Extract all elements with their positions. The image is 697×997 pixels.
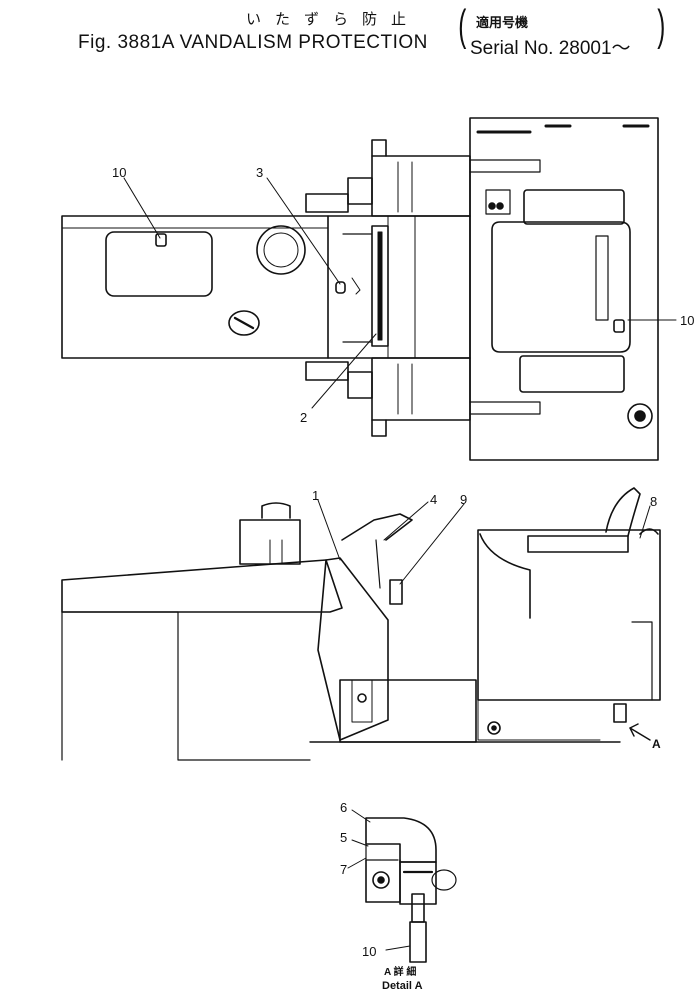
- callout-9: 9: [460, 492, 467, 507]
- seat-side: [527, 535, 629, 553]
- title-japanese: いたずら防止: [246, 10, 421, 28]
- detail-shackle: [411, 893, 425, 923]
- fuel-cap: [228, 310, 260, 336]
- detail-caption-en: Detail A: [382, 980, 423, 992]
- serial-label-japanese: 適用号機: [476, 16, 529, 31]
- side-view-callouts: 1 4 9 8 A: [312, 488, 661, 751]
- rear-fender: [477, 529, 661, 701]
- callout-2: 2: [300, 410, 307, 425]
- detail-bracket: [365, 817, 437, 863]
- detail-caption-jp: A 詳 細: [384, 965, 416, 978]
- close-paren: ): [657, 1, 666, 50]
- battery-box: [339, 679, 477, 743]
- dashboard-side: [317, 557, 389, 741]
- callout-10-top: 10: [112, 165, 126, 180]
- left-tank: [519, 355, 625, 393]
- callout-7: 7: [340, 862, 347, 877]
- hood-lock: [335, 281, 346, 294]
- right-tank: [523, 189, 625, 225]
- open-paren: (: [458, 1, 467, 50]
- serial-number: Serial No. 28001～: [470, 38, 631, 59]
- side-view: [61, 487, 661, 761]
- seat-back: [605, 487, 641, 537]
- rear-lock: [613, 703, 627, 723]
- callout-1: 1: [312, 488, 319, 503]
- top-view-callouts: 10 3 2 10: [112, 165, 694, 425]
- operator-platform: [469, 117, 659, 461]
- callout-5: 5: [340, 830, 347, 845]
- hydraulic-cap: [627, 403, 653, 429]
- detail-callouts: 6 5 7 10 A 詳 細 Detail A: [340, 800, 423, 992]
- hood-panel-lock: [155, 233, 167, 247]
- detail-padlock: [409, 921, 427, 963]
- steering-wheel: [341, 513, 413, 541]
- hood-outline: [61, 215, 329, 359]
- callout-10-detail: 10: [362, 944, 376, 959]
- callout-10-right: 10: [680, 313, 694, 328]
- callout-8: 8: [650, 494, 657, 509]
- callout-3: 3: [256, 165, 263, 180]
- upper-step: [371, 155, 471, 217]
- air-cleaner-side: [239, 519, 301, 565]
- figure-header: いたずら防止 Fig. 3881A VANDALISM PROTECTION (…: [0, 0, 697, 70]
- air-cleaner-cap: [256, 225, 306, 275]
- callout-6: 6: [340, 800, 347, 815]
- lower-step: [371, 357, 471, 421]
- seat-lock: [613, 319, 625, 333]
- hood-panel: [105, 231, 213, 297]
- operator-seat: [491, 221, 631, 353]
- figure-title: Fig. 3881A VANDALISM PROTECTION: [78, 32, 428, 53]
- arrow-label-a: A: [652, 737, 661, 751]
- callout-4: 4: [430, 492, 437, 507]
- detail-housing: [399, 861, 437, 905]
- detail-a: [347, 809, 457, 963]
- top-view: [61, 117, 677, 461]
- hood-side: [61, 559, 343, 613]
- key-lock: [389, 579, 403, 605]
